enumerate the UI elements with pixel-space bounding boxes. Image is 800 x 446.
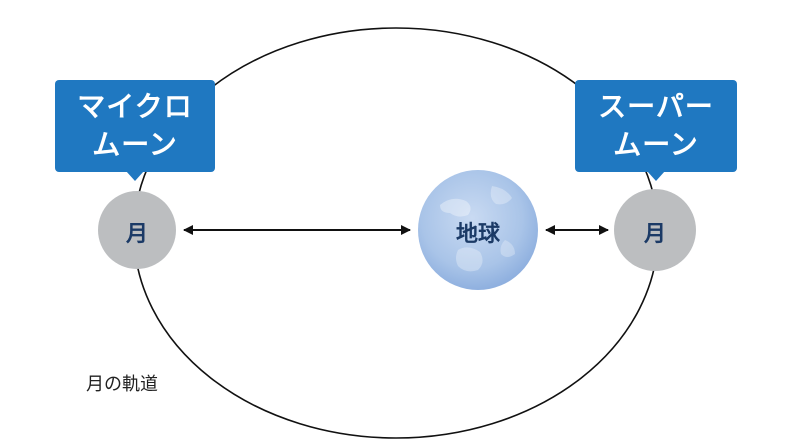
micro-moon-line1: マイクロ <box>77 90 193 123</box>
orbit-label: 月の軌道 <box>86 374 158 395</box>
moon-right-label: 月 <box>643 222 666 247</box>
super-moon-line1: スーパー <box>598 90 714 123</box>
super-moon-callout: スーパー ムーン <box>575 80 737 181</box>
moon-left-circle <box>98 191 176 269</box>
micro-moon-callout-tail <box>126 171 144 181</box>
moon-right-circle <box>614 189 696 271</box>
micro-moon-callout: マイクロ ムーン <box>55 80 215 181</box>
super-moon-callout-tail <box>647 171 665 181</box>
micro-moon-line2: ムーン <box>92 128 178 161</box>
earth-label: 地球 <box>455 222 500 247</box>
super-moon-line2: ムーン <box>613 128 699 161</box>
earth-globe <box>418 170 538 290</box>
moon-left-label: 月 <box>125 222 148 247</box>
